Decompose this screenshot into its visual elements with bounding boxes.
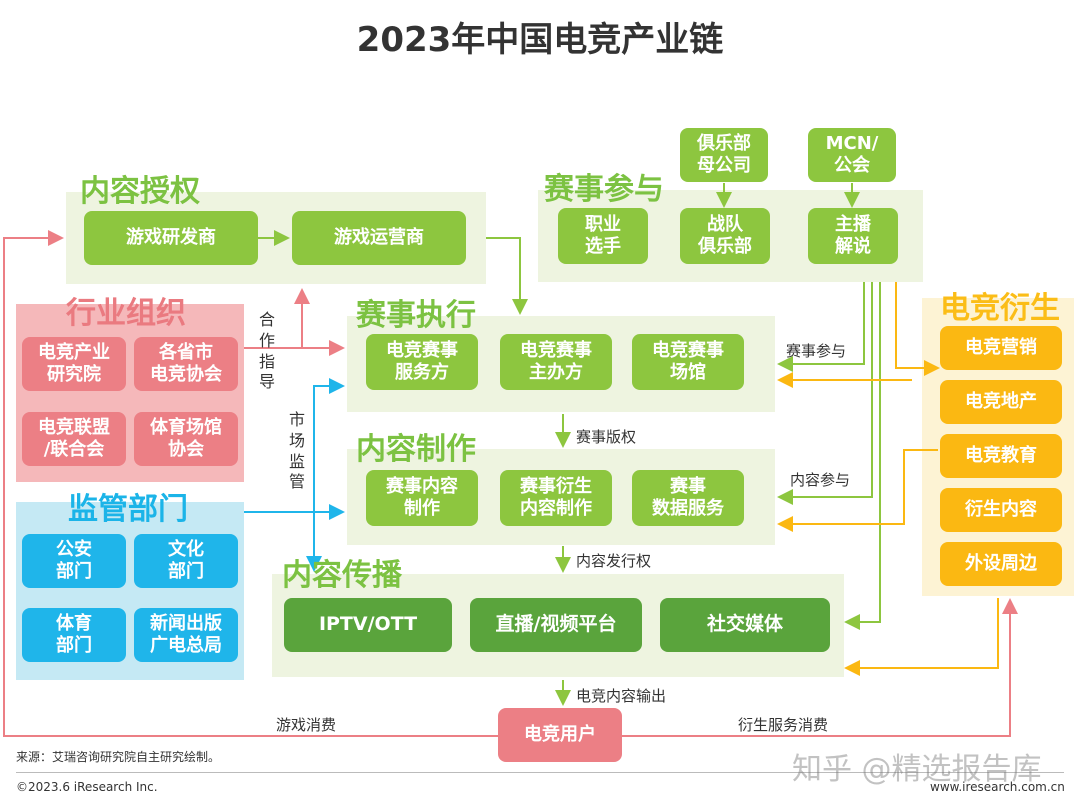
peripherals-node: 外设周边 [940,542,1062,586]
mcn-node: MCN/ 公会 [808,128,896,182]
footer-divider [16,772,1064,773]
org-alliance-node: 电竞联盟 /联合会 [22,412,126,466]
data-service-node: 赛事 数据服务 [632,470,744,526]
reg-public-security-node: 公安 部门 [22,534,126,588]
derivative-content-node: 赛事衍生 内容制作 [500,470,612,526]
copyright: ©2023.6 iResearch Inc. [16,780,158,794]
industry-org-title: 行业组织 [66,296,186,331]
event-participation-label: 赛事参与 [786,342,847,360]
distribution-rights-label: 内容发行权 [576,552,652,570]
marketing-node: 电竞营销 [940,326,1062,370]
live-platform-node: 直播/视频平台 [470,598,642,652]
org-venue-node: 体育场馆 协会 [134,412,238,466]
content-output-label: 电竞内容输出 [576,687,667,705]
event-execution-title: 赛事执行 [356,298,476,333]
content-participation-label: 内容参与 [790,471,851,489]
content-distribution-title: 内容传播 [282,558,402,593]
event-rights-label: 赛事版权 [576,428,637,446]
org-institute-node: 电竞产业 研究院 [22,337,126,391]
event-content-node: 赛事内容 制作 [366,470,478,526]
game-consumption-label: 游戏消费 [276,716,337,734]
page-title: 2023年中国电竞产业链 [356,20,724,60]
org-provincial-node: 各省市 电竞协会 [134,337,238,391]
cooperation-guidance-label: 合作指导 [258,310,275,392]
team-club-node: 战队 俱乐部 [680,208,770,264]
event-service-node: 电竞赛事 服务方 [366,334,478,390]
reg-sports-node: 体育 部门 [22,608,126,662]
content-license-title: 内容授权 [80,174,200,209]
pro-player-node: 职业 选手 [558,208,648,264]
game-operator-node: 游戏运营商 [292,211,466,265]
event-organizer-node: 电竞赛事 主办方 [500,334,612,390]
derived-content-node: 衍生内容 [940,488,1062,532]
user-node: 电竞用户 [498,708,622,762]
esports-participation-title: 赛事参与 [544,172,664,207]
derivative-consumption-label: 衍生服务消费 [738,716,829,734]
reg-culture-node: 文化 部门 [134,534,238,588]
market-supervision-label: 市场监管 [288,410,305,492]
event-venue-node: 电竞赛事 场馆 [632,334,744,390]
regulators-title: 监管部门 [68,492,188,527]
watermark: 知乎 @精选报告库 [792,752,1042,787]
iptv-node: IPTV/OTT [284,598,452,652]
game-developer-node: 游戏研发商 [84,211,258,265]
social-media-node: 社交媒体 [660,598,830,652]
education-node: 电竞教育 [940,434,1062,478]
reg-press-node: 新闻出版 广电总局 [134,608,238,662]
club-parent-node: 俱乐部 母公司 [680,128,768,182]
content-production-title: 内容制作 [356,432,476,467]
site-url: www.iresearch.com.cn [930,780,1065,794]
real-estate-node: 电竞地产 [940,380,1062,424]
source-note: 来源：艾瑞咨询研究院自主研究绘制。 [16,750,221,764]
streamer-node: 主播 解说 [808,208,898,264]
derivatives-title: 电竞衍生 [940,291,1060,326]
